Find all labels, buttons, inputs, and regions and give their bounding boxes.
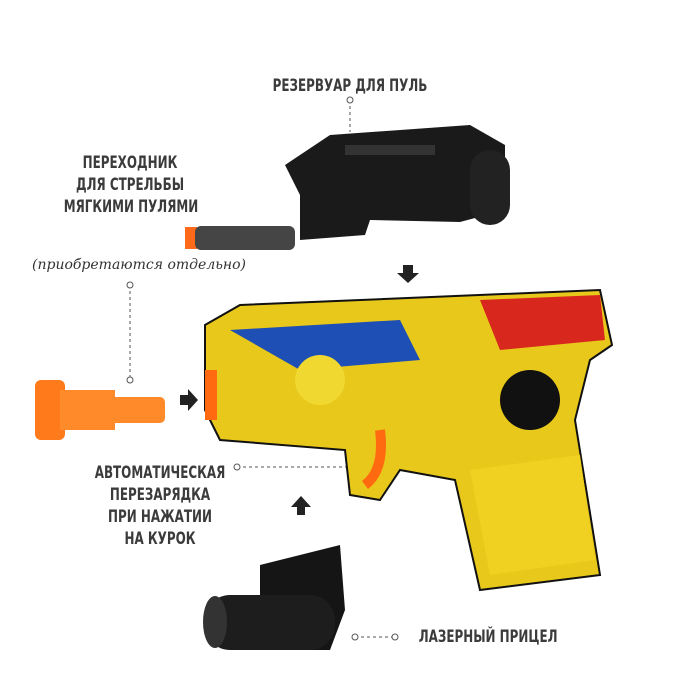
arrow-icons — [180, 265, 419, 515]
adapter-image — [35, 380, 165, 440]
auto-reload-label-line: НА КУРОК — [124, 529, 196, 549]
soft-dart-image — [185, 226, 295, 250]
callout-lines — [129, 100, 395, 638]
auto-reload-label-line: ПРИ НАЖАТИИ — [107, 507, 213, 527]
gun-image — [204, 288, 614, 592]
auto-reload-label-line: АВТОМАТИЧЕСКАЯ — [94, 463, 226, 483]
adapter-label-line: МЯГКИМИ ПУЛЯМИ — [63, 197, 199, 217]
reservoir-label: РЕЗЕРВУАР ДЛЯ ПУЛЬ — [272, 76, 428, 96]
adapter-label-line: ДЛЯ СТРЕЛЬБЫ — [75, 175, 185, 195]
laser-sight-label: ЛАЗЕРНЫЙ ПРИЦЕЛ — [418, 627, 558, 647]
bullet-reservoir-image — [285, 125, 510, 240]
adapter-label: ПЕРЕХОДНИК ДЛЯ СТРЕЛЬБЫ МЯГКИМИ ПУЛЯМИ — [63, 152, 199, 218]
adapter-label-line: ПЕРЕХОДНИК — [82, 153, 178, 173]
auto-reload-label: АВТОМАТИЧЕСКАЯ ПЕРЕЗАРЯДКА ПРИ НАЖАТИИ Н… — [94, 462, 227, 550]
adapter-note: (приобретаются отдельно) — [32, 257, 246, 273]
auto-reload-label-line: ПЕРЕЗАРЯДКА — [109, 485, 211, 505]
laser-sight-image — [203, 545, 345, 650]
